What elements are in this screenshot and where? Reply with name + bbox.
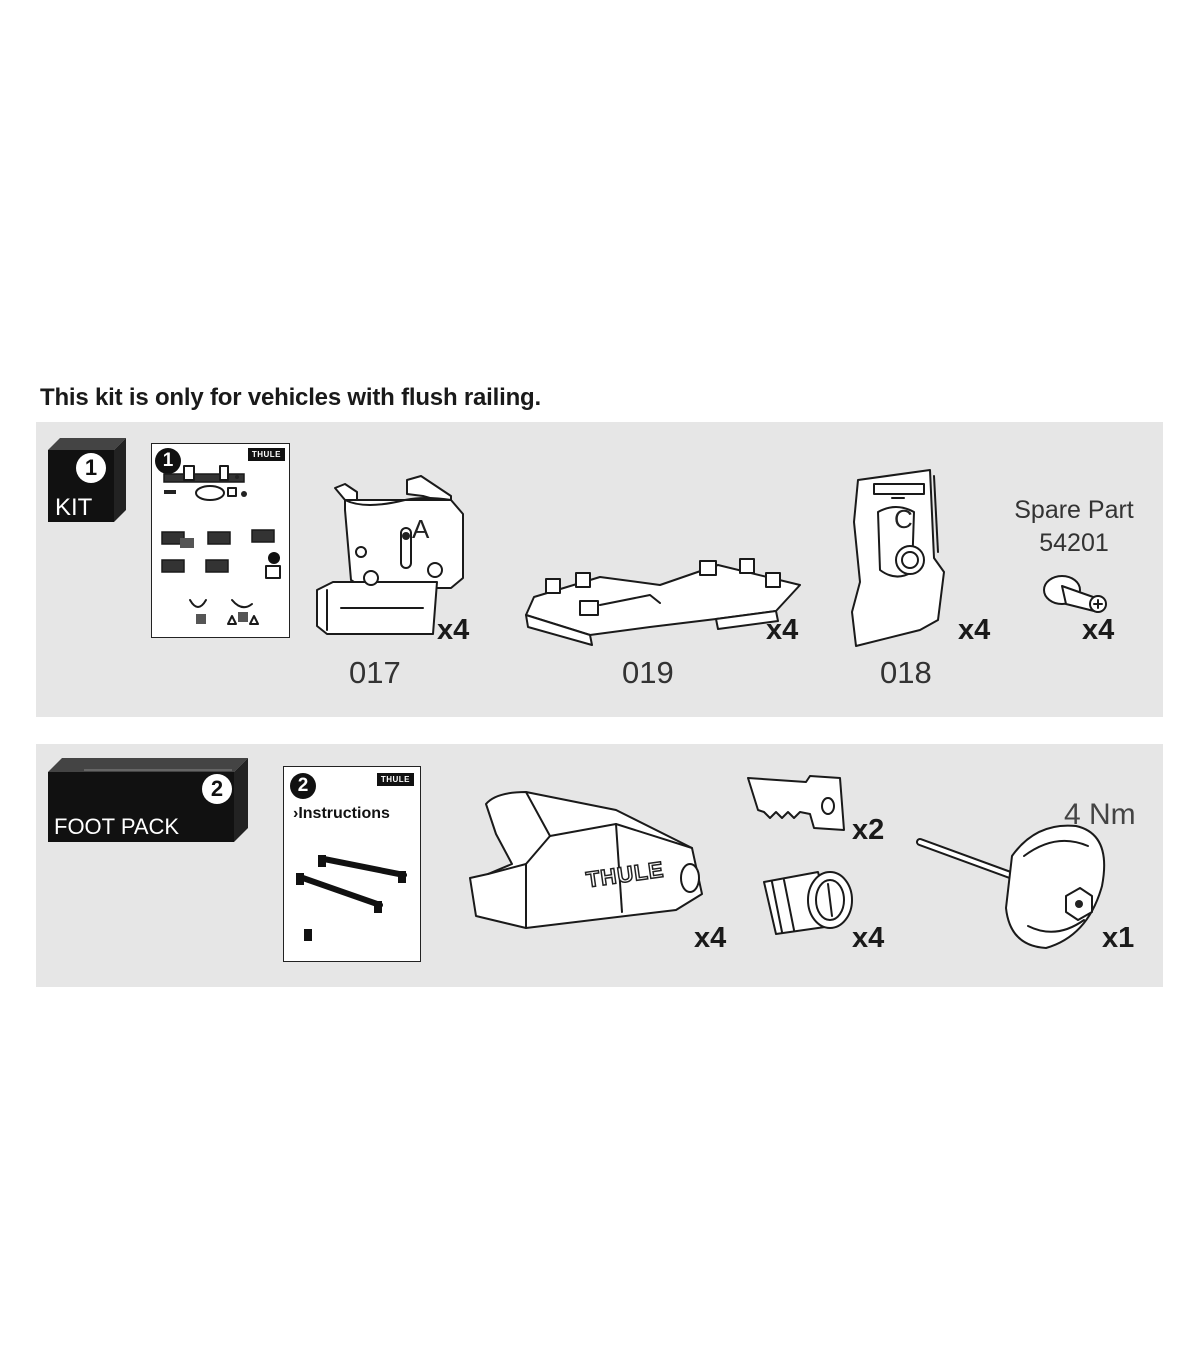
lock-cylinder-qty: x4 <box>852 922 885 954</box>
foot-pack-booklet-bars <box>296 855 407 941</box>
chevron-right-icon: › <box>293 805 299 822</box>
foot-pack-badge-box <box>48 758 248 842</box>
key-icon <box>747 775 845 831</box>
kit-booklet-number: 1 <box>155 448 181 474</box>
headline: This kit is only for vehicles with flush… <box>40 384 541 411</box>
part-017-illustration <box>316 475 464 635</box>
part-017-letter: A <box>412 514 430 544</box>
kit-booklet-illustrations <box>161 465 281 625</box>
spare-part-number: 54201 <box>1039 529 1109 557</box>
instructions-text: Instructions <box>298 805 390 822</box>
kit-booklet-logo: THULE <box>247 448 285 461</box>
spare-part-qty: x4 <box>1082 614 1115 646</box>
part-019-code: 019 <box>622 655 674 690</box>
key-qty: x2 <box>852 814 885 846</box>
foot-pack-booklet-logo: THULE <box>376 773 414 786</box>
part-018-illustration <box>851 469 945 647</box>
spare-part-title: Spare Part <box>1014 496 1134 524</box>
part-017-qty: x4 <box>437 614 470 646</box>
part-017-code: 017 <box>349 655 401 690</box>
foot-pack-booklet: 2 THULE <box>283 766 421 962</box>
foot-pack-booklet-number: 2 <box>290 773 316 799</box>
part-018-letter: C <box>894 504 913 534</box>
part-019-qty: x4 <box>766 614 799 646</box>
spare-part-label: Spare Part 54201 <box>1004 494 1144 560</box>
foot-pack-badge-number: 2 <box>202 774 232 804</box>
lock-cylinder-icon <box>763 871 853 935</box>
instructions-label: ›Instructions <box>293 805 390 823</box>
part-018-code: 018 <box>880 655 932 690</box>
torque-tool-qty: x1 <box>1102 922 1135 954</box>
spare-part-screw-icon <box>1043 575 1107 613</box>
kit-badge-label: KIT <box>55 494 93 521</box>
foot-qty: x4 <box>694 922 727 954</box>
kit-booklet: 1 THULE <box>151 443 290 638</box>
torque-tool-icon <box>916 824 1106 949</box>
part-018-qty: x4 <box>958 614 991 646</box>
kit-badge-number: 1 <box>76 453 106 483</box>
foot-illustration <box>469 791 703 929</box>
foot-pack-badge-label: FOOT PACK <box>54 814 180 839</box>
part-019-illustration <box>525 558 801 646</box>
